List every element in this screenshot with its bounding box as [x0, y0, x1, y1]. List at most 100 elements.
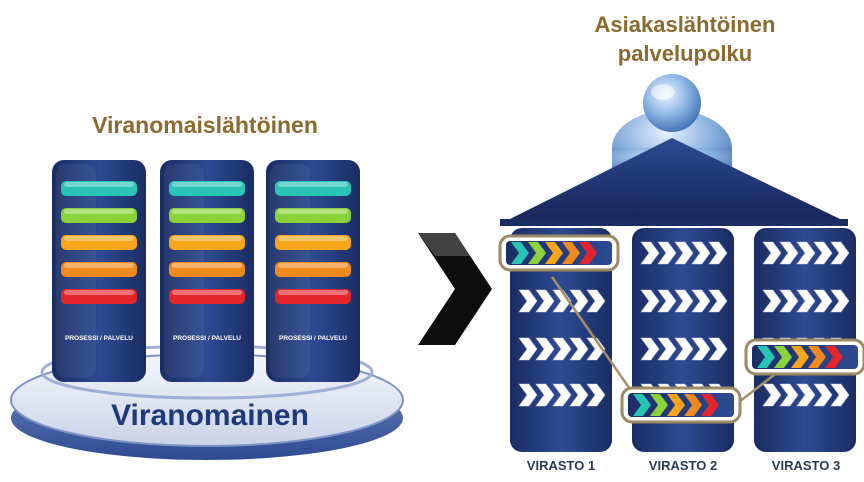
chevron-step	[535, 337, 555, 361]
right-title-line-2: palvelupolku	[617, 41, 753, 66]
chevron-step	[762, 383, 782, 407]
service-row	[640, 289, 728, 313]
service-row	[518, 289, 606, 313]
chevron-step	[774, 346, 792, 368]
chevron-step	[757, 346, 775, 368]
chevron-step	[691, 337, 711, 361]
chevron-step	[779, 241, 799, 265]
chevron-step	[640, 289, 660, 313]
chevron-step	[511, 242, 529, 264]
chevron-step	[813, 383, 833, 407]
service-row	[518, 337, 606, 361]
process-bar	[169, 289, 245, 304]
service-row	[762, 241, 850, 265]
chevron-step	[779, 383, 799, 407]
process-column-label: PROSESSI / PALVELU	[279, 335, 347, 342]
chevron-step	[535, 289, 555, 313]
service-row	[518, 383, 606, 407]
process-bar	[275, 208, 351, 223]
agency-label-1: VIRASTO 1	[527, 458, 595, 473]
chevron-step	[830, 289, 850, 313]
chevron-step	[650, 394, 668, 416]
chevron-step	[552, 289, 572, 313]
process-column-label: PROSESSI / PALVELU	[65, 335, 133, 342]
chevron-step	[579, 242, 597, 264]
right-title: Asiakaslähtöinen palvelupolku	[560, 10, 810, 68]
chevron-step	[830, 383, 850, 407]
service-row	[640, 337, 728, 361]
chevron-step	[708, 241, 728, 265]
chevron-step	[691, 289, 711, 313]
left-title: Viranomaislähtöinen	[92, 112, 318, 138]
chevron-right-icon	[418, 233, 492, 345]
chevron-step	[535, 383, 555, 407]
process-bar	[61, 262, 137, 277]
chevron-step	[674, 289, 694, 313]
chevron-step	[708, 289, 728, 313]
process-bar	[275, 289, 351, 304]
chevron-step	[796, 289, 816, 313]
chevron-step	[762, 241, 782, 265]
chevron-step	[633, 394, 651, 416]
chevron-step	[657, 241, 677, 265]
chevron-step	[552, 383, 572, 407]
chevron-step	[708, 337, 728, 361]
chevron-step	[674, 241, 694, 265]
highlighted-service-step	[620, 386, 742, 424]
process-column: PROSESSI / PALVELU	[266, 160, 360, 382]
agency-label-2: VIRASTO 2	[649, 458, 717, 473]
chevron-step	[813, 241, 833, 265]
process-bar	[169, 208, 245, 223]
chevron-step	[684, 394, 702, 416]
agency-label-3: VIRASTO 3	[772, 458, 840, 473]
chevron-step	[808, 346, 826, 368]
process-bar	[61, 181, 137, 196]
chevron-step	[762, 289, 782, 313]
chevron-step	[518, 289, 538, 313]
chevron-step	[791, 346, 809, 368]
chevron-step	[528, 242, 546, 264]
chevron-step	[779, 289, 799, 313]
chevron-step	[830, 241, 850, 265]
chevron-step	[674, 337, 694, 361]
chevron-step	[657, 289, 677, 313]
chevron-step	[552, 337, 572, 361]
chevron-step	[586, 289, 606, 313]
service-row	[762, 289, 850, 313]
highlighted-service-step	[498, 234, 620, 272]
chevron-step	[562, 242, 580, 264]
process-bar	[275, 235, 351, 250]
chevron-step	[569, 337, 589, 361]
chevron-step	[586, 337, 606, 361]
organization-roof	[500, 138, 848, 226]
process-bar	[275, 181, 351, 196]
process-column-label: PROSESSI / PALVELU	[173, 335, 241, 342]
highlighted-service-step	[744, 338, 864, 376]
process-bar	[61, 289, 137, 304]
chevron-step	[813, 289, 833, 313]
chevron-step	[657, 337, 677, 361]
chevron-step	[796, 383, 816, 407]
process-bar	[169, 262, 245, 277]
chevron-step	[569, 289, 589, 313]
chevron-step	[518, 383, 538, 407]
service-path	[550, 276, 779, 406]
right-title-line-1: Asiakaslähtöinen	[594, 12, 776, 37]
chevron-step	[640, 241, 660, 265]
process-columns: PROSESSI / PALVELU PROSESSI / PALVELU PROS…	[52, 160, 360, 382]
chevron-step	[691, 241, 711, 265]
service-row	[762, 383, 850, 407]
process-bar	[61, 235, 137, 250]
chevron-step	[640, 337, 660, 361]
process-bar	[169, 181, 245, 196]
service-row	[640, 241, 728, 265]
chevron-step	[569, 383, 589, 407]
process-bar	[275, 262, 351, 277]
process-bar	[61, 208, 137, 223]
process-column: PROSESSI / PALVELU	[160, 160, 254, 382]
process-column: PROSESSI / PALVELU	[52, 160, 146, 382]
chevron-step	[545, 242, 563, 264]
chevron-step	[701, 394, 719, 416]
chevron-step	[825, 346, 843, 368]
